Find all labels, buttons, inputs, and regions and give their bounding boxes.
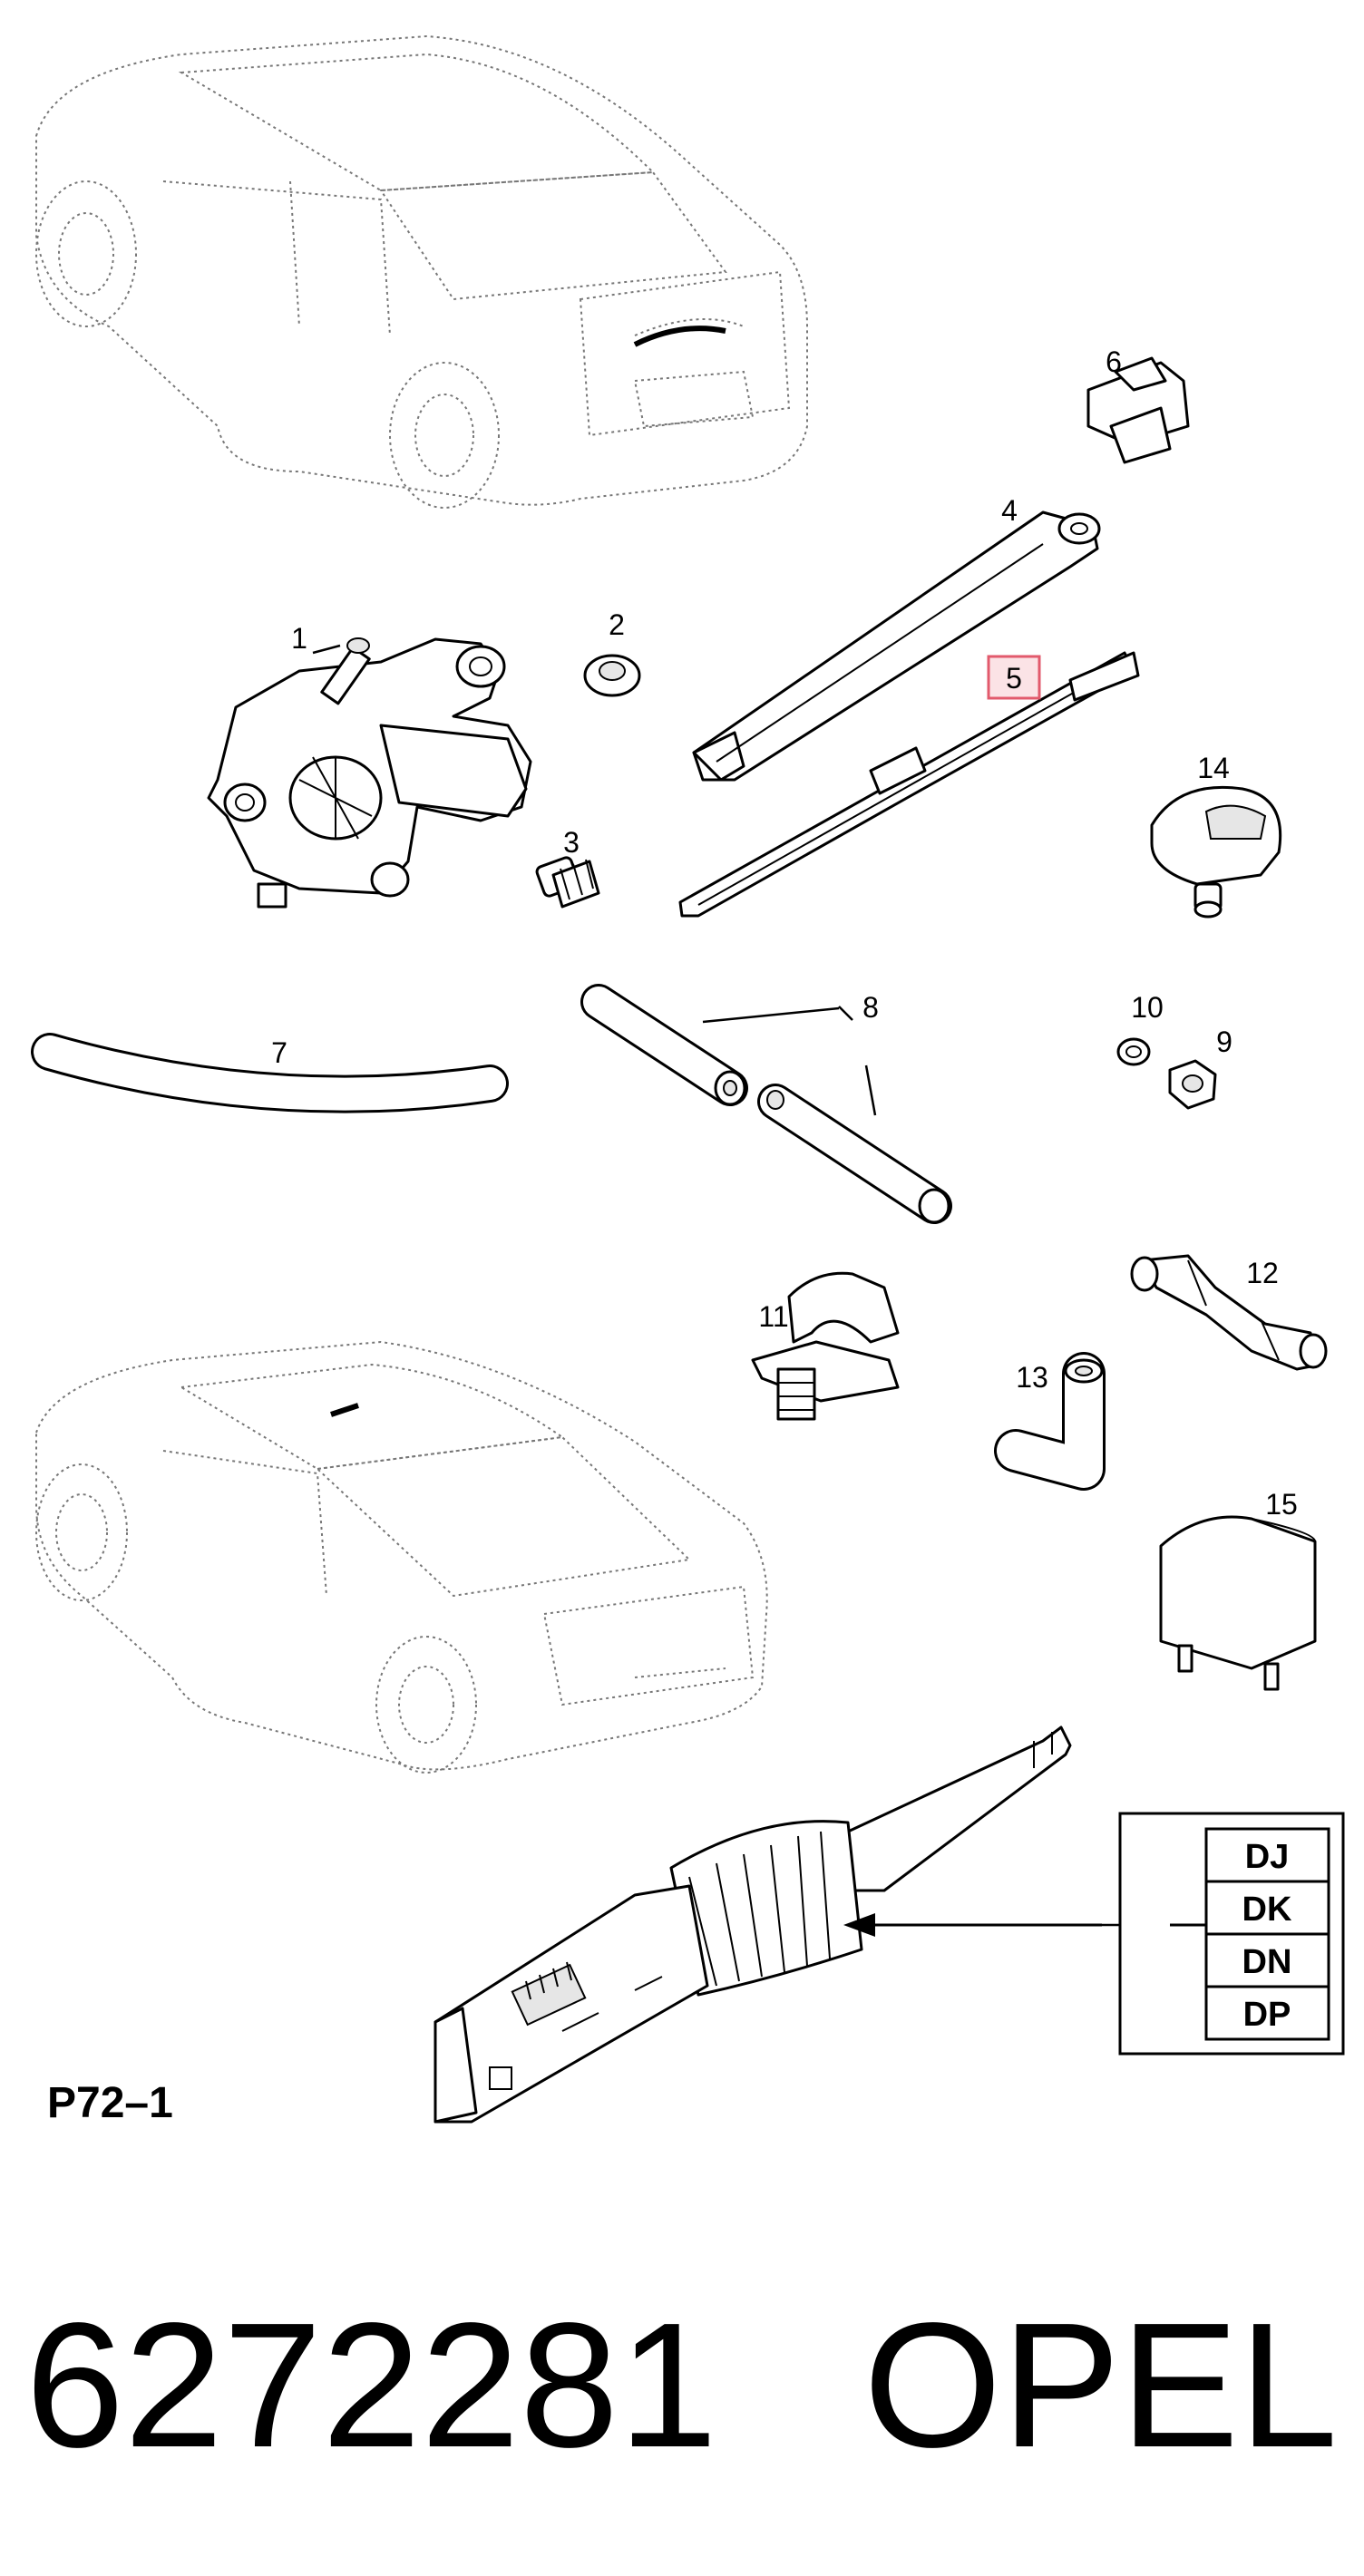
callout-8: 8 <box>862 991 879 1024</box>
callout-12: 12 <box>1246 1257 1279 1289</box>
callout-11: 11 <box>758 1300 788 1333</box>
hose-elbow <box>994 1352 1106 1491</box>
callout-6: 6 <box>1106 345 1122 378</box>
variant-table: DJ DK DN DP <box>1118 1812 1345 2056</box>
variant-0: DJ <box>1245 1838 1290 1876</box>
nut <box>1168 1059 1217 1110</box>
brand-name: OPEL <box>863 2286 1338 2484</box>
vehicle-outline-hatchback <box>35 1340 768 1774</box>
callout-labels: 1 2 3 4 5 6 7 8 9 10 11 12 13 14 15 16 <box>271 345 1298 1941</box>
callout-14: 14 <box>1197 752 1230 784</box>
relay <box>1159 1515 1317 1691</box>
washer-jet <box>1150 785 1282 919</box>
variant-3: DP <box>1243 1996 1291 2034</box>
wiper-arm <box>692 510 1101 782</box>
hose-clip <box>751 1271 900 1421</box>
washer <box>1116 1037 1151 1066</box>
variant-1: DK <box>1242 1891 1292 1929</box>
callout-1: 1 <box>291 622 307 655</box>
wiper-switch <box>434 1725 1072 2124</box>
washer-hose <box>31 1033 509 1113</box>
rear-wiper-indicator-hatchback <box>330 1403 359 1417</box>
leader-lines <box>312 644 1161 1927</box>
vehicle-outline-wagon <box>35 34 808 509</box>
callout-3: 3 <box>563 826 580 859</box>
callout-5: 5 <box>1006 662 1022 695</box>
variant-2: DN <box>1242 1943 1292 1981</box>
wiper-motor <box>207 637 532 909</box>
callout-13: 13 <box>1016 1361 1048 1394</box>
hose-connector <box>1130 1254 1328 1371</box>
pointer-arrow <box>843 1913 1102 1937</box>
callout-10: 10 <box>1131 991 1164 1024</box>
diagram-ref-label: P72–1 <box>47 2079 173 2127</box>
callout-4: 4 <box>1001 494 1018 527</box>
callout-9: 9 <box>1216 1026 1232 1058</box>
callout-15: 15 <box>1265 1488 1298 1521</box>
callout-7: 7 <box>271 1036 287 1069</box>
bolt <box>535 856 600 909</box>
rear-wiper-indicator-wagon <box>633 326 726 347</box>
callout-2: 2 <box>609 608 625 641</box>
part-number: 6272281 <box>25 2286 717 2484</box>
grommet <box>583 654 641 697</box>
hose-pieces <box>580 984 952 1224</box>
wiper-blade <box>678 651 1140 918</box>
callout-5-highlight-box <box>987 655 1041 700</box>
wiper-arm-cap <box>1086 356 1190 464</box>
